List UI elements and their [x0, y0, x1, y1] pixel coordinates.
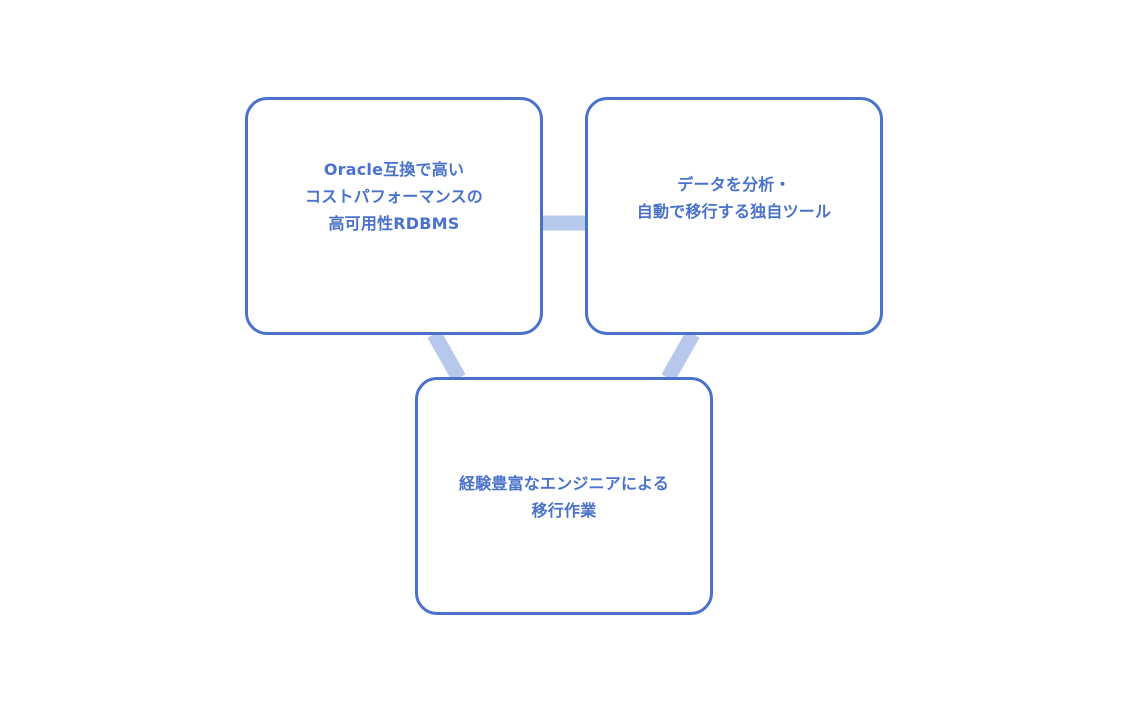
node-label-line: 高可用性RDBMS: [328, 213, 460, 233]
node-label-line: データを分析・: [677, 175, 791, 194]
node-label: Oracle互換で高い コストパフォーマンスの 高可用性RDBMS: [305, 156, 483, 237]
node-label: 経験豊富なエンジニアによる 移行作業: [459, 470, 669, 524]
connector-oracle-to-engineer: [427, 330, 466, 382]
node-label-line: 経験豊富なエンジニアによる: [458, 474, 670, 493]
node-label-line: コストパフォーマンスの: [305, 186, 483, 206]
node-label: データを分析・ 自動で移行する独自ツール: [637, 171, 831, 225]
node-engineer-migration-work: 経験豊富なエンジニアによる 移行作業: [415, 377, 713, 615]
node-oracle-compatible-rdbms: Oracle互換で高い コストパフォーマンスの 高可用性RDBMS: [245, 97, 543, 335]
node-label-line: 自動で移行する独自ツール: [636, 202, 832, 221]
connector-tool-to-engineer: [661, 330, 700, 382]
node-data-migration-tool: データを分析・ 自動で移行する独自ツール: [585, 97, 883, 335]
node-label-line: Oracle互換で高い: [323, 159, 465, 179]
node-label-line: 移行作業: [531, 501, 597, 520]
